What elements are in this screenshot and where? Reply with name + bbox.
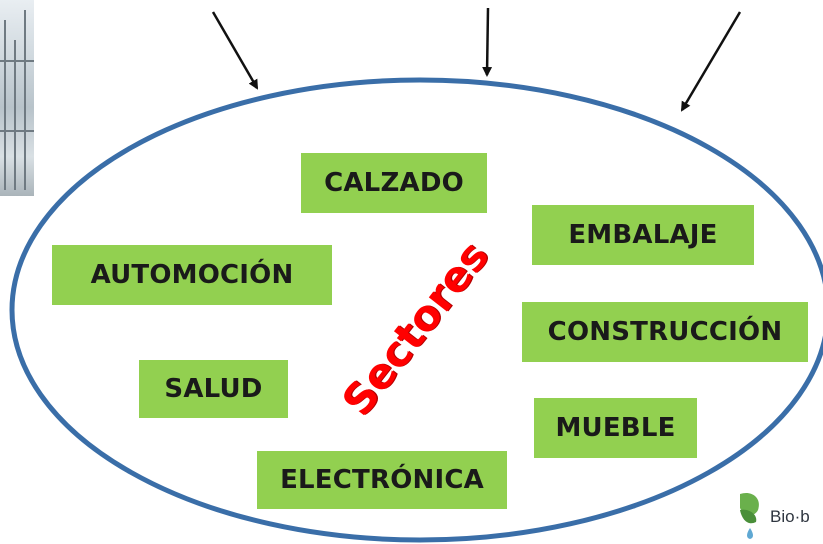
sector-automocion: AUTOMOCIÓN bbox=[52, 245, 332, 305]
sector-salud: SALUD bbox=[139, 360, 288, 418]
logo-text: Bio·b bbox=[770, 507, 810, 526]
sector-embalaje-label: EMBALAJE bbox=[568, 220, 718, 250]
sector-construccion: CONSTRUCCIÓN bbox=[522, 302, 808, 362]
sector-calzado-label: CALZADO bbox=[324, 168, 464, 198]
arrow-right bbox=[680, 11, 742, 112]
arrow-center bbox=[482, 7, 493, 77]
arrow-left bbox=[211, 11, 259, 90]
sector-electronica-label: ELECTRÓNICA bbox=[280, 465, 484, 495]
sector-salud-label: SALUD bbox=[164, 374, 263, 404]
sector-calzado: CALZADO bbox=[301, 153, 487, 213]
sector-construccion-label: CONSTRUCCIÓN bbox=[547, 317, 783, 347]
sector-mueble-label: MUEBLE bbox=[555, 413, 676, 443]
sector-automocion-label: AUTOMOCIÓN bbox=[90, 260, 294, 290]
sector-electronica: ELECTRÓNICA bbox=[257, 451, 507, 509]
equipment-photo bbox=[0, 0, 34, 196]
leaf-drop-icon bbox=[740, 492, 759, 539]
sector-embalaje: EMBALAJE bbox=[532, 205, 754, 265]
sector-mueble: MUEBLE bbox=[534, 398, 697, 458]
bio-logo: Bio·b bbox=[736, 484, 823, 544]
sector-ellipse bbox=[9, 77, 823, 543]
